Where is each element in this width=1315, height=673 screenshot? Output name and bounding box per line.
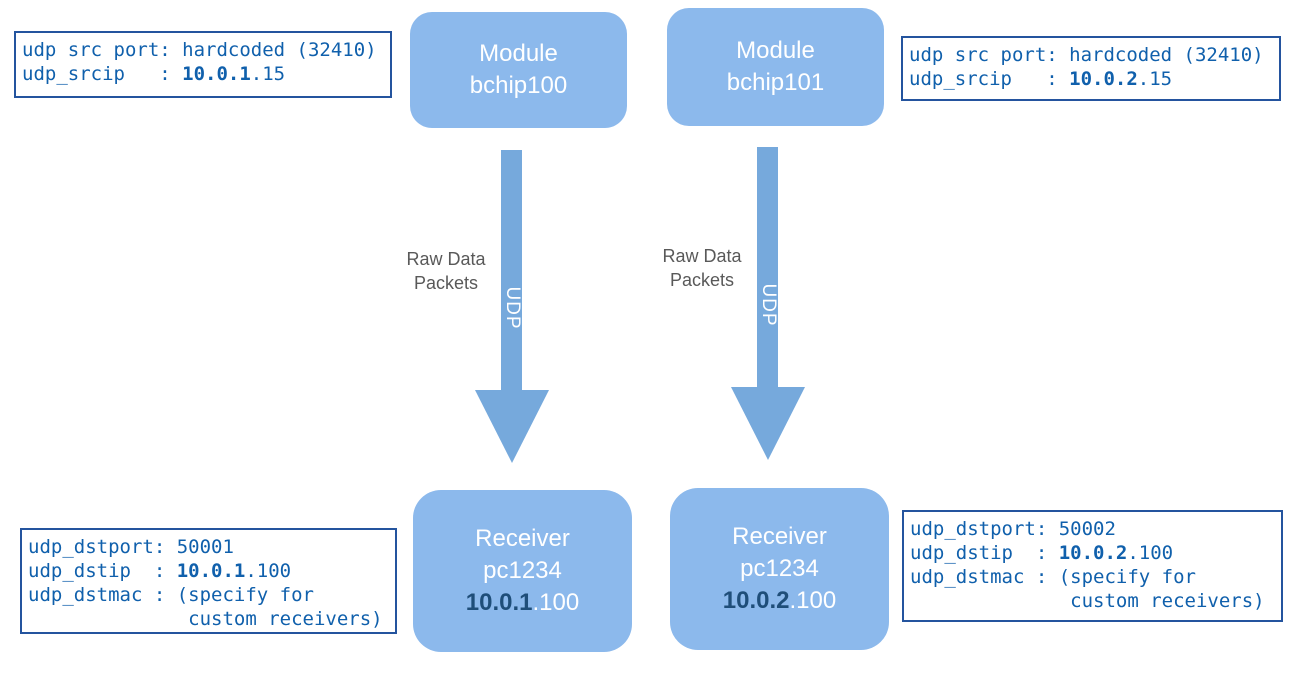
raw-data-packets-label-2: Raw Data Packets — [662, 246, 742, 290]
dst-config-box-2: udp_dstport: 50002 udp_dstip : 10.0.2.10… — [902, 510, 1283, 622]
dst-mac-line: udp_dstmac : (specify for — [28, 584, 314, 606]
udp-arrow-head-2 — [731, 387, 805, 460]
raw-data-packets-label-1: Raw Data Packets — [406, 249, 486, 293]
module-type-label: Module — [736, 37, 815, 64]
src-config-box-bchip100: udp src port: hardcoded (32410) udp_srci… — [14, 31, 392, 98]
udp-arrow-head-1 — [475, 390, 549, 463]
dst-mac-line-cont: custom receivers) — [28, 608, 383, 630]
src-ip-line: udp_srcip : 10.0.1.15 — [22, 63, 286, 85]
receiver-node-2: Receiver pc1234 10.0.2.100 — [670, 488, 889, 650]
dst-ip-subnet: 10.0.1 — [176, 560, 246, 582]
dst-config-box-1: udp_dstport: 50001 udp_dstip : 10.0.1.10… — [20, 528, 397, 634]
dst-mac-line-cont: custom receivers) — [910, 590, 1265, 612]
src-port-line: udp src port: hardcoded (32410) — [22, 39, 377, 61]
src-ip-subnet: 10.0.2 — [1069, 68, 1138, 90]
udp-arrow-shaft-1 — [501, 150, 522, 390]
receiver-ip-label: 10.0.2.100 — [722, 587, 837, 614]
module-node-bchip101: Module bchip101 — [667, 8, 884, 126]
src-ip-line: udp_srcip : 10.0.2.15 — [909, 68, 1173, 90]
src-config-box-bchip101: udp src port: hardcoded (32410) udp_srci… — [901, 36, 1281, 101]
dst-ip-line: udp_dstip : 10.0.2.100 — [910, 542, 1174, 564]
dst-port-line: udp_dstport: 50002 — [910, 518, 1116, 540]
receiver-type-label: Receiver — [475, 525, 570, 552]
dst-port-line: udp_dstport: 50001 — [28, 536, 234, 558]
dst-mac-line: udp_dstmac : (specify for — [910, 566, 1196, 588]
module-node-bchip100: Module bchip100 — [410, 12, 627, 128]
module-type-label: Module — [479, 40, 558, 67]
receiver-type-label: Receiver — [732, 523, 827, 550]
receiver-name-label: pc1234 — [740, 555, 819, 582]
dst-ip-subnet: 10.0.2 — [1058, 542, 1128, 564]
src-ip-subnet: 10.0.1 — [182, 63, 251, 85]
receiver-ip-subnet: 10.0.2 — [722, 587, 790, 614]
module-name-label: bchip100 — [469, 72, 568, 99]
src-port-line: udp src port: hardcoded (32410) — [909, 44, 1264, 66]
receiver-ip-subnet: 10.0.1 — [465, 589, 533, 616]
receiver-ip-label: 10.0.1.100 — [465, 589, 580, 616]
receiver-node-1: Receiver pc1234 10.0.1.100 — [413, 490, 632, 652]
dst-ip-line: udp_dstip : 10.0.1.100 — [28, 560, 292, 582]
module-name-label: bchip101 — [726, 69, 825, 96]
udp-arrow-shaft-2 — [757, 147, 778, 387]
receiver-name-label: pc1234 — [483, 557, 562, 584]
